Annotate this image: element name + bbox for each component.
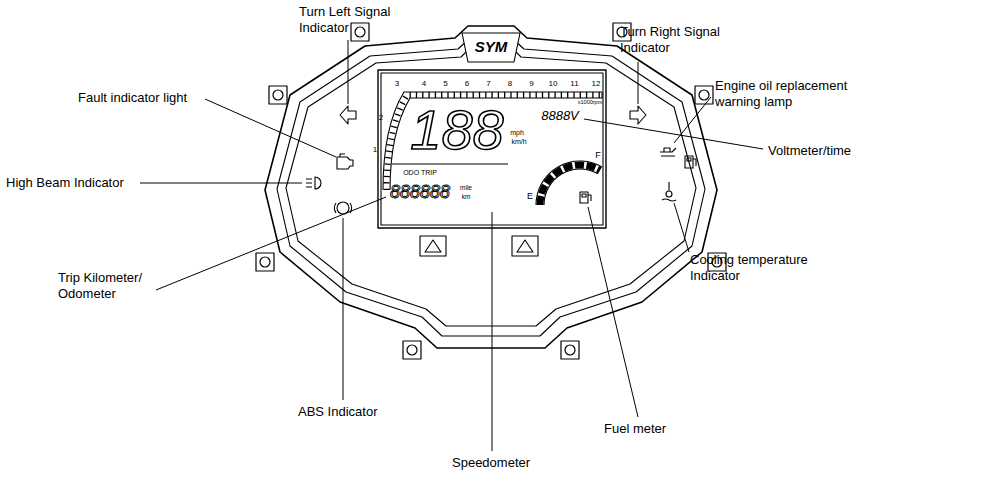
tachometer-bar	[390, 92, 602, 190]
leader-line	[348, 40, 349, 104]
leader-line	[674, 203, 689, 252]
unit-label: mile	[460, 184, 472, 192]
control-button	[512, 236, 538, 256]
control-button	[420, 236, 446, 256]
turn-left-icon	[340, 106, 356, 124]
lcd-screen-inner	[381, 73, 603, 225]
callout-label: ABS Indicator	[298, 404, 378, 420]
logo-plate	[462, 33, 520, 62]
callout-label: Turn Right Signal Indicator	[620, 24, 748, 57]
temperature-icon	[662, 182, 676, 201]
turn-right-icon	[630, 106, 646, 124]
callout-label: Voltmeter/time	[768, 143, 851, 159]
callout-label: Cooling temperature Indicator	[690, 252, 830, 285]
rpm-number: 12	[592, 79, 601, 89]
housing-outline	[265, 26, 717, 348]
speed-digits: 188	[410, 102, 503, 158]
rpm-number: 1	[373, 145, 377, 155]
leader-line	[205, 99, 336, 157]
mounting-tab	[351, 23, 369, 41]
odometer-mode: ODO TRIP	[403, 169, 437, 178]
leader-line	[140, 183, 302, 184]
fuel-gauge-segments	[540, 165, 600, 205]
fuel-pump-icon	[580, 192, 591, 203]
callout-label: Fault indicator light	[78, 90, 187, 106]
fuel-icon	[685, 156, 696, 168]
lcd-separator	[392, 163, 508, 164]
leader-line	[674, 97, 711, 143]
leader-line	[343, 218, 344, 400]
callout-label: Speedometer	[452, 455, 530, 471]
mounting-tab	[695, 86, 713, 104]
callout-label: Fuel meter	[604, 421, 666, 437]
mounting-tab	[561, 341, 579, 359]
odometer-digits: 888888	[390, 183, 450, 201]
high-beam-icon	[306, 177, 321, 189]
fuel-gauge-arc	[544, 169, 598, 205]
fault-engine-icon	[337, 154, 353, 169]
rpm-number: 2	[379, 113, 383, 123]
tachometer-bar	[383, 92, 602, 190]
rpm-number: 3	[395, 79, 399, 89]
oil-lamp-icon	[660, 148, 676, 156]
rpm-number: 4	[422, 79, 426, 89]
rpm-number: 5	[443, 79, 447, 89]
leader-line	[492, 212, 493, 451]
callout-label: Turn Left Signal Indicator	[299, 4, 417, 37]
unit-label: km	[462, 193, 471, 201]
callout-label: Engine oil replacement warning lamp	[715, 78, 880, 111]
rpm-number: 11	[570, 79, 578, 89]
leader-line	[584, 119, 763, 149]
fuel-gauge-arc	[536, 161, 602, 205]
mounting-tab	[256, 253, 274, 271]
brand-logo: SYM	[475, 38, 508, 57]
leader-line	[638, 62, 639, 104]
rpm-number: 10	[549, 79, 558, 89]
mounting-tab	[403, 341, 421, 359]
rpm-number: 8	[508, 79, 512, 89]
rpm-unit: x1000rpm	[578, 99, 602, 106]
fuel-scale-mark: F	[595, 150, 601, 161]
rpm-number: 9	[529, 79, 533, 89]
bezel-line	[277, 38, 705, 336]
leader-line	[588, 207, 638, 417]
callout-label: Trip Kilometer/ Odometer	[58, 270, 158, 303]
voltmeter-digits: 8888V	[541, 108, 579, 124]
fuel-scale-mark: E	[527, 191, 533, 202]
leader-line	[156, 197, 386, 290]
callout-label: High Beam Indicator	[6, 175, 124, 191]
rpm-number: 6	[465, 79, 469, 89]
mounting-tab	[269, 86, 287, 104]
unit-label: km/h	[511, 138, 526, 147]
tachometer-segments	[387, 95, 603, 190]
rpm-number: 7	[486, 79, 490, 89]
unit-label: mph	[510, 129, 524, 138]
lcd-screen	[378, 70, 606, 228]
